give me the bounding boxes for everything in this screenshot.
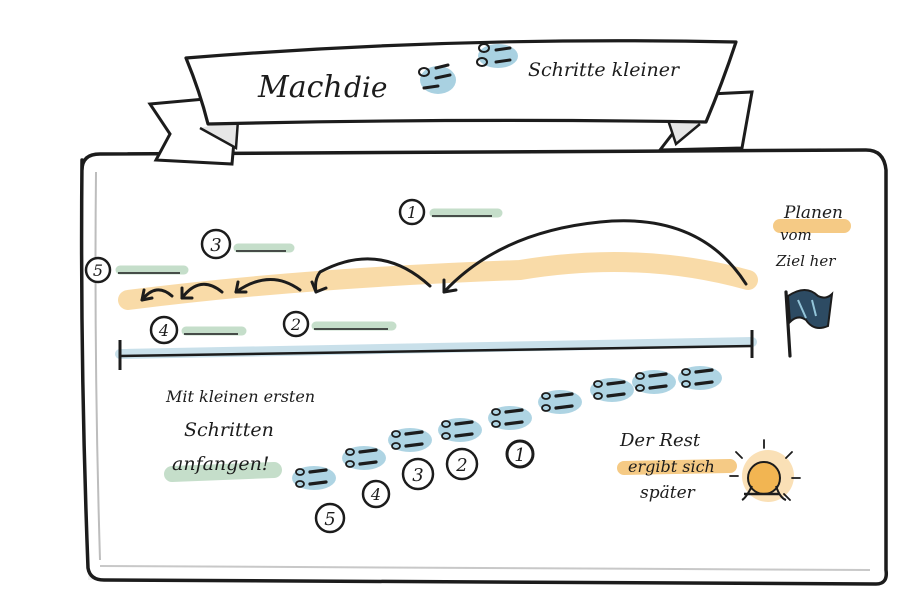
banner-word-die: die bbox=[344, 71, 387, 104]
svg-text:3: 3 bbox=[412, 465, 423, 486]
rest-note-line3: später bbox=[640, 483, 696, 503]
banner-word-schritte-kleiner: Schritte kleiner bbox=[528, 59, 681, 81]
banner-ribbon: Mach die Schritte kleiner bbox=[147, 39, 754, 166]
bottom-step-2: 2 bbox=[445, 447, 479, 481]
svg-text:1: 1 bbox=[514, 445, 525, 466]
plan-note: Planen vom Ziel her bbox=[773, 203, 851, 270]
top-step-1: 1 bbox=[398, 198, 503, 226]
plan-note-line2: vom bbox=[780, 226, 812, 244]
footprint bbox=[342, 446, 386, 470]
top-step-5: 5 bbox=[84, 256, 189, 284]
footprints-icon bbox=[292, 366, 722, 490]
footprints-icon bbox=[418, 43, 518, 94]
top-step-2: 2 bbox=[282, 310, 397, 338]
svg-text:5: 5 bbox=[93, 261, 103, 280]
bottom-step-3: 3 bbox=[401, 457, 435, 491]
bottom-step-1: 1 bbox=[505, 439, 535, 469]
svg-text:3: 3 bbox=[210, 235, 221, 256]
svg-text:1: 1 bbox=[407, 203, 417, 222]
footprint bbox=[292, 466, 336, 490]
svg-text:5: 5 bbox=[324, 509, 335, 530]
top-step-4: 4 bbox=[149, 315, 247, 345]
plan-note-line3: Ziel her bbox=[775, 252, 836, 270]
svg-text:4: 4 bbox=[158, 321, 169, 340]
bottom-step-4: 4 bbox=[361, 479, 391, 509]
footprint bbox=[632, 370, 676, 394]
arc-arrow-icon bbox=[140, 219, 748, 302]
footprint bbox=[538, 390, 582, 414]
svg-text:4: 4 bbox=[370, 485, 381, 504]
svg-text:2: 2 bbox=[290, 315, 301, 334]
timeline bbox=[115, 330, 757, 370]
rest-note-line2: ergibt sich bbox=[628, 457, 715, 476]
svg-text:2: 2 bbox=[455, 455, 467, 476]
sun-icon bbox=[729, 439, 801, 502]
start-note-line2: Schritten bbox=[184, 419, 274, 441]
start-note: Mit kleinen ersten Schritten anfangen! bbox=[164, 387, 315, 482]
rest-note: Der Rest ergibt sich später bbox=[617, 430, 737, 503]
start-note-line1: Mit kleinen ersten bbox=[165, 387, 315, 406]
flag-icon bbox=[784, 289, 834, 358]
footprint bbox=[488, 406, 532, 430]
footprint bbox=[438, 418, 482, 442]
footprint bbox=[388, 428, 432, 452]
banner-word-mach: Mach bbox=[257, 70, 343, 105]
rest-note-line1: Der Rest bbox=[619, 430, 701, 451]
plan-note-line1: Planen bbox=[783, 203, 843, 223]
bottom-step-5: 5 bbox=[314, 502, 346, 534]
footprint bbox=[590, 378, 634, 402]
start-note-line3: anfangen! bbox=[172, 453, 269, 475]
top-step-3: 3 bbox=[200, 228, 295, 260]
orange-highlight bbox=[118, 252, 758, 310]
footprint bbox=[678, 366, 722, 390]
